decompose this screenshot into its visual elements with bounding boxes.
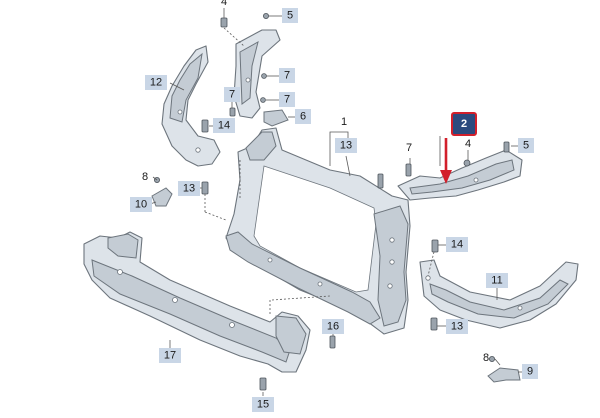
svg-text:5: 5 (523, 140, 529, 152)
svg-text:4: 4 (221, 0, 227, 8)
upper-bracket-top[interactable] (233, 29, 281, 119)
callout-17[interactable]: 17 (159, 348, 181, 363)
callout-1[interactable]: 1 (341, 116, 347, 128)
callout-16[interactable]: 16 (322, 319, 344, 334)
bracket-part-12[interactable] (161, 45, 221, 167)
svg-text:14: 14 (451, 239, 463, 251)
highlight-arrow (440, 138, 452, 184)
svg-text:7: 7 (284, 94, 290, 106)
lock-carrier-part-1[interactable] (225, 127, 411, 335)
bumper-carrier-part-17[interactable] (83, 231, 311, 373)
callout-5-right[interactable]: 5 (518, 138, 534, 153)
svg-text:14: 14 (218, 120, 230, 132)
callout-5-top[interactable]: 5 (282, 8, 298, 23)
svg-text:5: 5 (287, 10, 293, 22)
callout-9[interactable]: 9 (522, 364, 538, 379)
callout-7-b[interactable]: 7 (224, 87, 240, 102)
callout-13-c[interactable]: 13 (446, 319, 468, 334)
clip-part-6[interactable] (263, 109, 289, 127)
callout-7-d[interactable]: 7 (406, 142, 412, 154)
svg-text:8: 8 (483, 352, 489, 364)
svg-text:7: 7 (284, 70, 290, 82)
fasteners (153, 12, 510, 391)
svg-text:16: 16 (327, 321, 339, 333)
bracket-part-9[interactable] (487, 367, 521, 383)
callout-14-b[interactable]: 14 (446, 237, 468, 252)
svg-text:9: 9 (527, 366, 533, 378)
svg-text:1: 1 (341, 116, 347, 128)
callout-13-b[interactable]: 13 (178, 181, 200, 196)
svg-text:15: 15 (257, 399, 269, 411)
callout-15[interactable]: 15 (252, 397, 274, 412)
callout-8-b[interactable]: 8 (483, 352, 489, 364)
callout-8-a[interactable]: 8 (142, 171, 148, 183)
svg-text:13: 13 (340, 140, 352, 152)
svg-text:13: 13 (451, 321, 463, 333)
bracket-part-11[interactable] (419, 259, 579, 329)
svg-text:10: 10 (135, 199, 147, 211)
svg-text:17: 17 (164, 350, 176, 362)
callout-6[interactable]: 6 (295, 109, 311, 124)
callout-10[interactable]: 10 (130, 197, 152, 212)
svg-text:7: 7 (229, 89, 235, 101)
leader-lines (149, 8, 522, 396)
svg-text:11: 11 (491, 275, 502, 287)
svg-text:4: 4 (465, 138, 471, 150)
callout-12[interactable]: 12 (145, 75, 167, 90)
callout-4-right[interactable]: 4 (465, 138, 471, 150)
callout-2-highlighted[interactable]: 2 (451, 112, 477, 136)
svg-text:7: 7 (406, 142, 412, 154)
callout-7-a[interactable]: 7 (279, 68, 295, 83)
callout-4-top[interactable]: 4 (221, 0, 227, 8)
bracket-part-10[interactable] (151, 187, 173, 207)
callout-14-a[interactable]: 14 (213, 118, 235, 133)
svg-text:8: 8 (142, 171, 148, 183)
svg-text:6: 6 (300, 111, 306, 123)
air-guide-part-2[interactable] (397, 149, 523, 201)
callout-7-c[interactable]: 7 (279, 92, 295, 107)
svg-text:2: 2 (461, 118, 467, 130)
callout-13-a[interactable]: 13 (335, 138, 357, 153)
svg-text:13: 13 (183, 183, 195, 195)
callout-11[interactable]: 11 (486, 273, 508, 288)
svg-text:12: 12 (150, 77, 162, 89)
